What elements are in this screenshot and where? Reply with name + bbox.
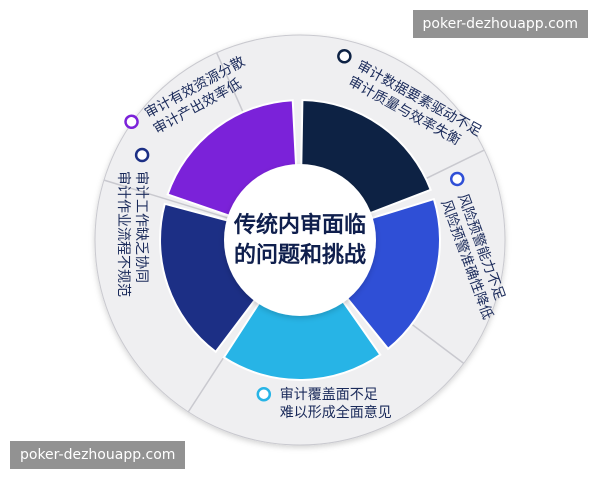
bullet-icon	[124, 114, 139, 130]
bullet-icon	[256, 386, 272, 402]
center-disc	[224, 164, 376, 316]
center-title-line-1: 传统内审面临	[233, 212, 366, 238]
segment-label-line: 审计工作缺乏协同	[133, 171, 149, 283]
center-title-line-2: 的问题和挑战	[234, 242, 366, 268]
segment-label-line: 难以形成全面意见	[280, 404, 392, 421]
bullet-icon	[134, 147, 150, 163]
bullet-icon	[449, 171, 465, 187]
segment-label-line: 审计覆盖面不足	[280, 387, 378, 403]
bullet-icon	[337, 49, 352, 64]
watermark-top: poker-dezhouapp.com	[412, 10, 588, 38]
segments	[159, 98, 441, 381]
center-title: 传统内审面临 的问题和挑战	[233, 212, 366, 268]
segment-label-line: 审计作业流程不规范	[115, 171, 132, 297]
ring-divider	[103, 179, 228, 219]
watermark-bottom: poker-dezhouapp.com	[10, 441, 186, 469]
